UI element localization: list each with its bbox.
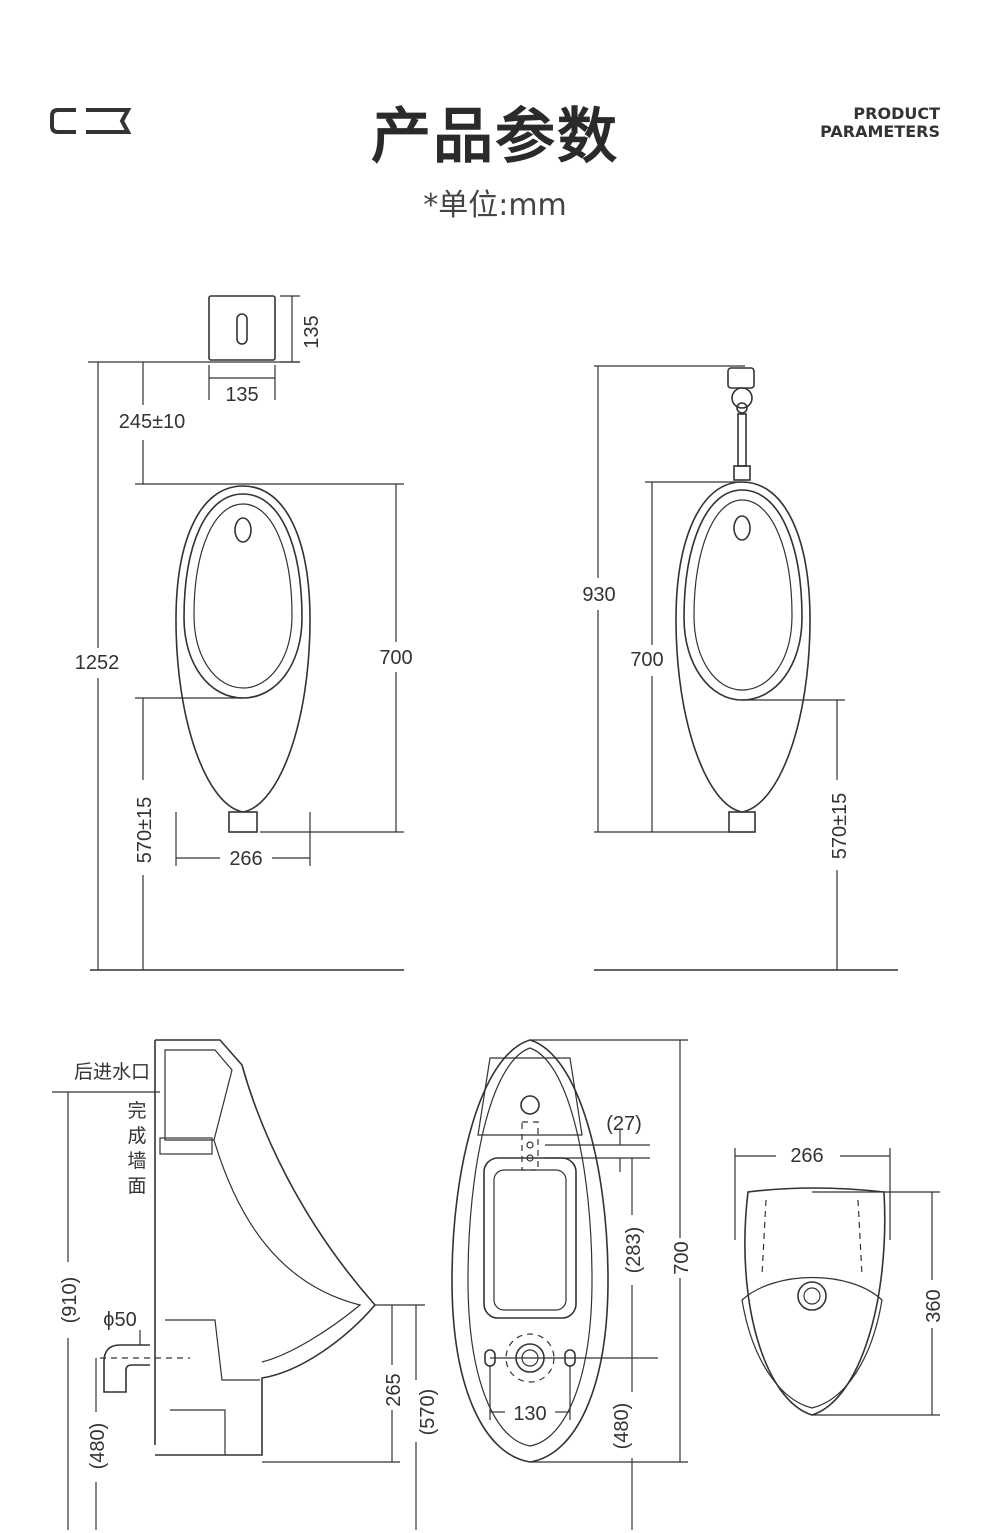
front-view: 135 135 245±10 1252 700 570±15: [75, 295, 413, 971]
brand-logo-icon: [50, 108, 132, 134]
outlet-height-label-2: (480): [611, 1403, 633, 1450]
lip-height-label: 265: [383, 1373, 405, 1406]
english-title-line2: PARAMETERS: [820, 122, 940, 141]
top-depth-label: 360: [923, 1289, 945, 1322]
spray-outlet: [234, 517, 252, 543]
wall-label-4: 面: [127, 1175, 146, 1197]
flush-pipe: [737, 413, 747, 467]
slot-height-label: (283): [623, 1227, 645, 1274]
rear-inlet-label: 后进水口: [74, 1061, 150, 1083]
total-height-label-2: 930: [582, 584, 615, 606]
wall-label-3: 墙: [127, 1150, 146, 1172]
inlet-height-label: (910): [59, 1277, 81, 1324]
top-drain-hole: [797, 1281, 827, 1311]
top-offset-label: (27): [606, 1113, 642, 1135]
english-title-line1: PRODUCT: [853, 104, 940, 123]
section-view: 后进水口 完 成 墙 面 (910) ϕ50 (480) 265 (570): [52, 1039, 439, 1530]
top-width-label: 266: [790, 1145, 823, 1167]
page-title: 产品参数: [371, 102, 619, 172]
section-outline: [155, 1039, 377, 1456]
outlet-diameter-label: ϕ50: [103, 1309, 136, 1331]
outlet-pipe: [103, 1344, 150, 1393]
sensor-box: [208, 295, 276, 361]
total-height-label-3: 700: [671, 1241, 693, 1274]
outlet-height-label: (480): [87, 1423, 109, 1470]
sensor-width-label: 135: [225, 384, 258, 406]
total-height-label: 1252: [75, 652, 120, 674]
rim-height-label-3: (570): [417, 1389, 439, 1436]
unit-label: *单位:mm: [423, 188, 567, 223]
rim-height-label: 570±15: [134, 797, 156, 864]
body-height-label-2: 700: [630, 649, 663, 671]
top-outline: [744, 1187, 886, 1416]
sensor-gap-label: 245±10: [119, 411, 186, 433]
wall-label-1: 完: [127, 1100, 146, 1122]
flush-valve-view: 930 700 570±15: [582, 365, 898, 971]
urinal-body-2: [675, 481, 811, 813]
drain-stub: [228, 811, 258, 833]
width-label: 266: [229, 848, 262, 870]
header: 产品参数 *单位:mm PRODUCT PARAMETERS: [0, 0, 990, 240]
urinal-bowl: [183, 493, 303, 699]
back-outline: [451, 1039, 609, 1463]
wall-label-2: 成: [127, 1125, 146, 1147]
back-view: 130 (27) (283) (480) 700: [451, 1039, 693, 1530]
flush-valve: [727, 367, 755, 389]
body-height-label: 700: [379, 647, 412, 669]
top-view: 266 360: [734, 1145, 945, 1416]
rim-height-label-2: 570±15: [829, 793, 851, 860]
english-title: PRODUCT PARAMETERS: [820, 105, 940, 141]
hole-spacing-label: 130: [513, 1403, 546, 1425]
mounting-slot: [521, 1121, 539, 1171]
back-panel: [483, 1157, 577, 1319]
sensor-window: [236, 313, 248, 345]
sensor-height-label: 135: [301, 315, 323, 348]
